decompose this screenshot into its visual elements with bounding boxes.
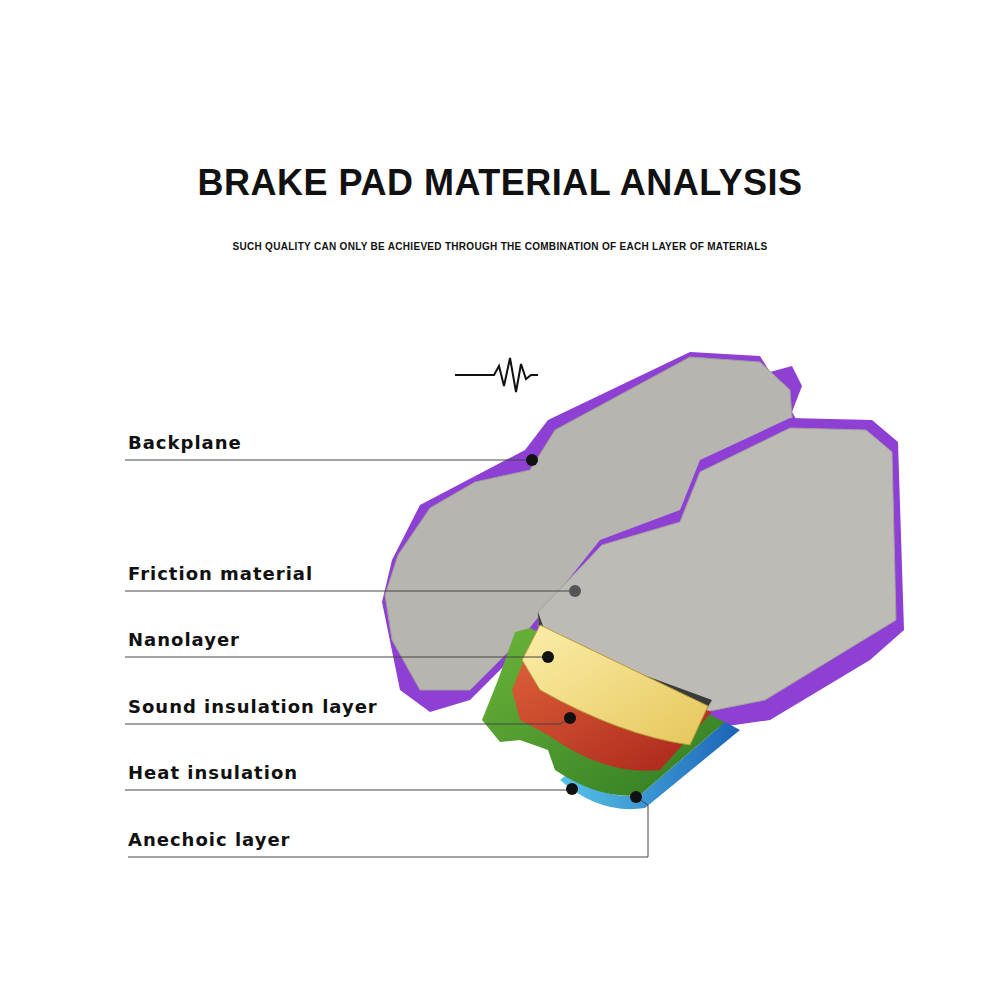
callout-dot (630, 791, 642, 803)
nanolayer (522, 625, 708, 745)
callout-dot (564, 712, 576, 724)
part-label: Anechoic layer (128, 829, 291, 851)
part-label: Backplane (128, 432, 242, 454)
caption: SUCH QUALITY CAN ONLY BE ACHIEVED THROUG… (0, 241, 1000, 252)
leader-line (125, 460, 532, 461)
part-label: Nanolayer (128, 629, 240, 651)
title: BRAKE PAD MATERIAL ANALYSIS (0, 162, 1000, 204)
part-label: Heat insulation (128, 762, 298, 784)
leader-line (125, 718, 570, 724)
part-label: Friction material (128, 563, 313, 585)
leader-line (125, 790, 572, 791)
leader-line (125, 657, 548, 658)
callout-dot (566, 783, 578, 795)
leader-line (128, 797, 648, 857)
wave-symbol (455, 358, 538, 392)
part-label: Sound insulation layer (128, 696, 378, 718)
callout-dot (569, 585, 581, 597)
leader-line (125, 591, 575, 592)
callout-dot (526, 454, 538, 466)
callout-dot (542, 651, 554, 663)
